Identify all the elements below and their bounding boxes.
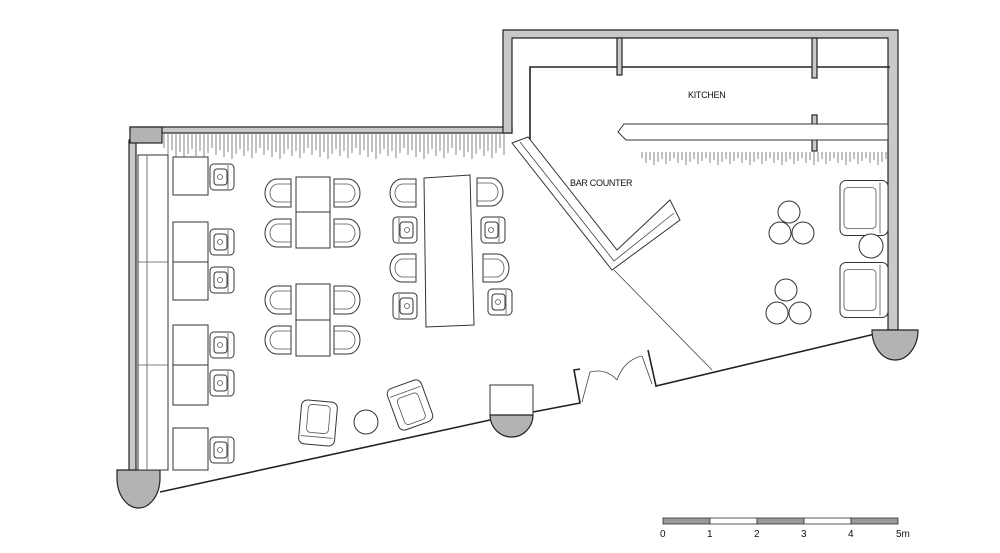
dining-table xyxy=(172,221,209,263)
side-table xyxy=(858,233,884,259)
dining-chair xyxy=(264,325,292,355)
kitchen-counter xyxy=(617,123,889,141)
dining-chair xyxy=(476,177,504,207)
dining-table xyxy=(172,427,209,471)
scale-tick-1: 1 xyxy=(707,529,713,540)
door-column xyxy=(489,384,534,416)
banquette xyxy=(137,154,169,471)
dining-chair xyxy=(389,178,417,208)
dining-chair xyxy=(209,331,235,359)
bar-counter-label: BAR COUNTER xyxy=(570,178,633,188)
dining-chair xyxy=(264,178,292,208)
dining-chair xyxy=(392,216,418,244)
dining-table xyxy=(172,261,209,301)
dining-table xyxy=(295,176,331,213)
bar-counter xyxy=(511,136,681,271)
dining-chair xyxy=(482,253,510,283)
walls xyxy=(116,29,919,509)
kitchen-partition-1 xyxy=(616,37,623,76)
dining-table xyxy=(295,319,331,357)
front-wall-door-jamb-left xyxy=(532,368,581,413)
scale-bar xyxy=(662,517,899,525)
bar-counter-inner-edge xyxy=(519,141,675,262)
entrance-double-door xyxy=(581,355,653,403)
scale-labels: 0 1 2 3 4 5m xyxy=(660,529,910,540)
door-column-half xyxy=(489,414,534,438)
dining-table xyxy=(172,156,209,196)
dining-table xyxy=(172,324,209,366)
round-stool xyxy=(765,301,789,325)
dining-chair xyxy=(333,325,361,355)
dining-chair xyxy=(209,163,235,191)
front-wall-right xyxy=(647,333,876,387)
corner-column-bottom-left xyxy=(116,469,161,509)
dining-table xyxy=(295,283,331,321)
dining-chair xyxy=(389,253,417,283)
dining-chair xyxy=(333,218,361,248)
scale-tick-3: 3 xyxy=(801,529,807,540)
dining-chair xyxy=(480,216,506,244)
dining-chair xyxy=(264,218,292,248)
dining-chair xyxy=(264,285,292,315)
scale-segment xyxy=(850,517,899,525)
dining-table xyxy=(295,211,331,249)
lounge-armchair xyxy=(298,399,338,447)
dining-chair xyxy=(333,285,361,315)
dining-chair xyxy=(487,288,513,316)
dining-chair xyxy=(209,436,235,464)
scale-segment xyxy=(709,517,758,525)
dining-curtain-hatch xyxy=(163,134,505,159)
lounge-armchair xyxy=(386,379,434,431)
side-table xyxy=(353,409,379,435)
top-wall xyxy=(129,126,513,134)
kitchen-label: KITCHEN xyxy=(688,90,725,100)
dining-chair xyxy=(209,266,235,294)
communal-table xyxy=(423,174,475,328)
furniture xyxy=(172,156,889,471)
dining-chair xyxy=(392,292,418,320)
scale-segment xyxy=(662,517,711,525)
dining-chair xyxy=(209,228,235,256)
round-stool xyxy=(777,200,801,224)
front-wall-left xyxy=(159,419,491,493)
lounge-armchair xyxy=(839,180,889,236)
scale-segment xyxy=(756,517,805,525)
kitchen-inner-wall xyxy=(529,66,890,140)
scale-tick-2: 2 xyxy=(754,529,760,540)
round-stool xyxy=(768,221,792,245)
scale-tick-5: 5m xyxy=(896,529,910,540)
lounge-armchair xyxy=(839,262,889,318)
round-stool xyxy=(788,301,812,325)
scale-segment xyxy=(803,517,852,525)
kitchen-counter-hatch xyxy=(641,152,887,165)
left-wall xyxy=(128,139,137,474)
dining-table xyxy=(172,364,209,406)
dining-chair xyxy=(333,178,361,208)
kitchen-outer-wall xyxy=(502,29,899,331)
round-stool xyxy=(791,221,815,245)
scale-tick-4: 4 xyxy=(848,529,854,540)
kitchen-partition-2 xyxy=(811,37,818,79)
corner-column-bottom-right xyxy=(871,329,919,361)
glazing-line xyxy=(613,269,713,371)
dining-chair xyxy=(209,369,235,397)
corner-column-top-left xyxy=(129,126,163,144)
round-stool xyxy=(774,278,798,302)
scale-tick-0: 0 xyxy=(660,529,666,540)
